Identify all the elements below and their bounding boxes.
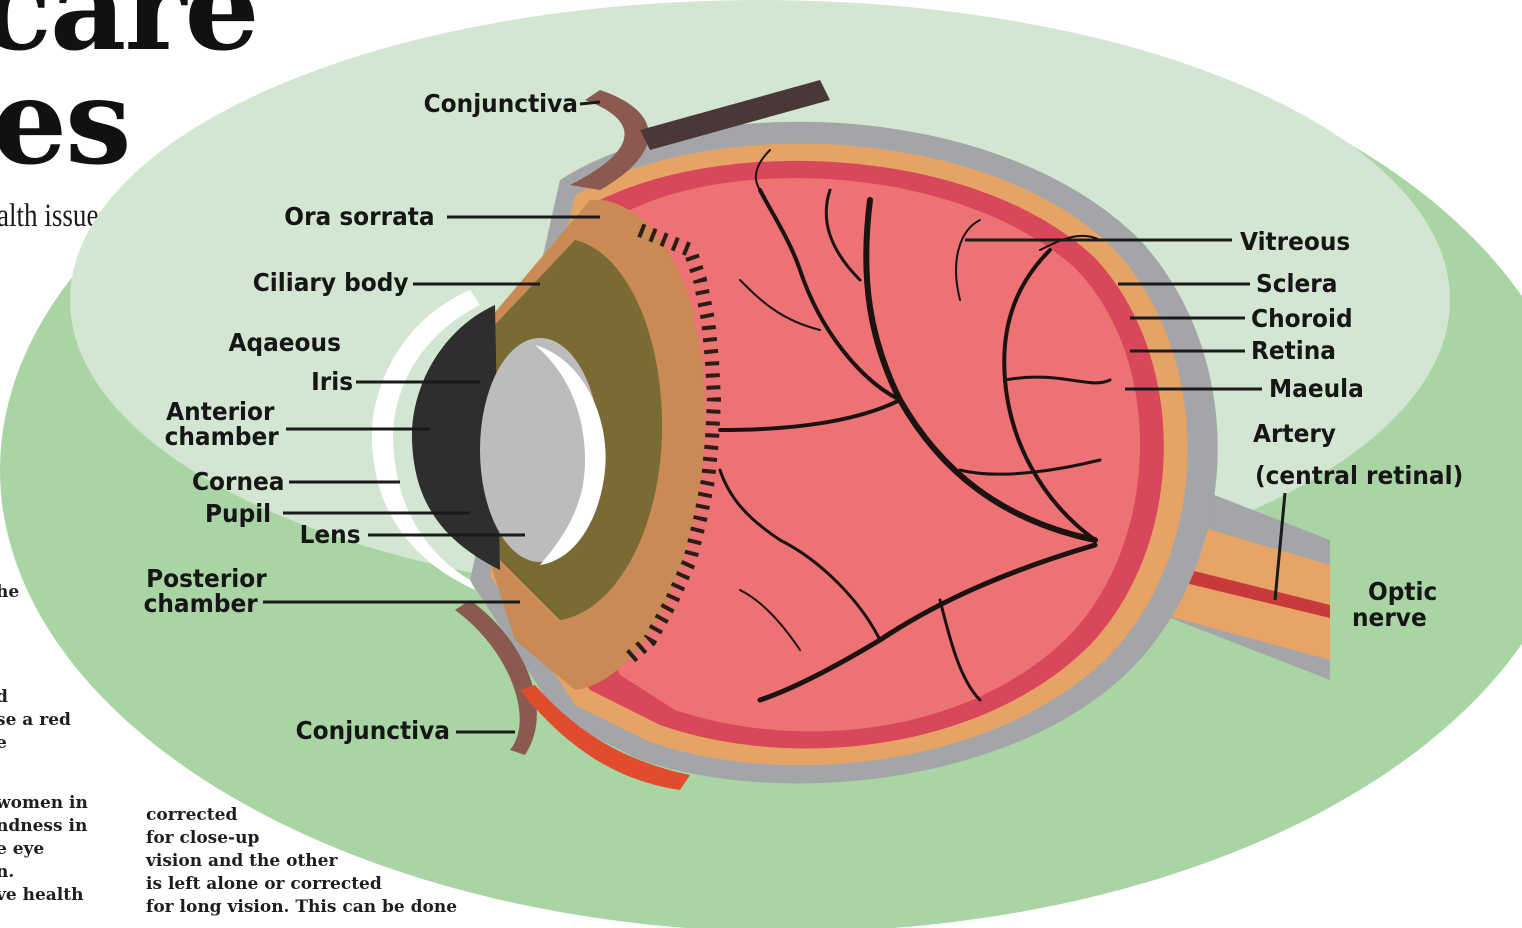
label-pupil: Pupil	[205, 501, 271, 527]
text-line: vision and the other	[146, 850, 457, 873]
body-text-left-a: he	[0, 581, 19, 604]
label-conjunctiva-bottom: Conjunctiva	[296, 718, 450, 744]
label-cornea: Cornea	[191, 469, 284, 495]
label-vitreous: Vitreous	[1240, 229, 1350, 255]
label-aqaeous: Aqaeous	[229, 330, 341, 356]
label-ora-sorrata: Ora sorrata	[285, 204, 435, 230]
text-line: women in	[0, 792, 88, 815]
text-line: e eye	[0, 838, 88, 861]
label-maeula: Maeula	[1269, 376, 1364, 402]
body-text-left-b: d se a red e	[0, 686, 71, 755]
label-conjunctiva-top: Conjunctiva	[424, 91, 578, 117]
text-line: is left alone or corrected	[146, 873, 457, 896]
body-text-middle: corrected for close-up vision and the ot…	[146, 804, 457, 919]
text-line: d	[0, 686, 71, 709]
text-line: corrected	[146, 804, 457, 827]
label-artery-central-retinal: (central retinal)	[1255, 463, 1463, 489]
text-line: he	[0, 581, 19, 604]
text-line: ndness in	[0, 815, 88, 838]
text-line: ve health	[0, 884, 88, 907]
label-ciliary-body: Ciliary body	[253, 270, 409, 296]
text-line: se a red	[0, 709, 71, 732]
text-line: for close-up	[146, 827, 457, 850]
label-optic-nerve-line1: Optic	[1368, 579, 1437, 605]
text-line: e	[0, 732, 71, 755]
label-sclera: Sclera	[1256, 271, 1337, 297]
label-lens: Lens	[300, 522, 361, 548]
label-artery: Artery	[1253, 421, 1336, 447]
label-anterior-chamber-line2: chamber	[165, 424, 279, 450]
label-optic-nerve-line2: nerve	[1352, 605, 1427, 631]
label-retina: Retina	[1251, 338, 1336, 364]
body-text-left-c: women in ndness in e eye n. ve health	[0, 792, 88, 907]
label-choroid: Choroid	[1251, 306, 1353, 332]
text-line: for long vision. This can be done	[146, 896, 457, 919]
label-posterior-chamber-line2: chamber	[144, 591, 258, 617]
label-iris: Iris	[311, 369, 353, 395]
text-line: n.	[0, 861, 88, 884]
